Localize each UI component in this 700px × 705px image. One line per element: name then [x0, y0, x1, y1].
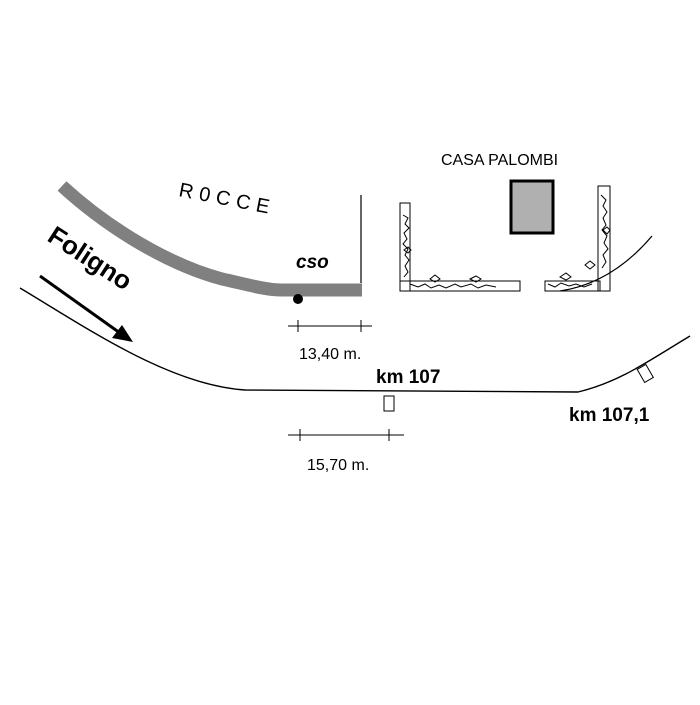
house-label: CASA PALOMBI [441, 152, 558, 169]
direction-arrow-head [112, 325, 133, 342]
rocks-label: R0CCE [177, 179, 277, 219]
dimension-lower [288, 429, 404, 441]
cso-label: cso [296, 252, 329, 273]
distance-lower-label: 15,70 m. [307, 457, 369, 474]
cso-point [293, 294, 303, 304]
distance-upper-label: 13,40 m. [299, 346, 361, 363]
property-boundary-line [559, 235, 653, 292]
direction-arrow-line [39, 274, 121, 335]
house-building [509, 179, 555, 235]
km-107-label: km 107 [376, 367, 440, 388]
km-107-marker [383, 395, 395, 412]
dimension-upper [288, 320, 372, 332]
stone-wall-enclosure [399, 185, 611, 292]
km-107-1-marker [636, 363, 655, 384]
km-107-1-label: km 107,1 [569, 405, 650, 426]
gray-band-path [57, 181, 362, 297]
road-line [19, 287, 691, 393]
